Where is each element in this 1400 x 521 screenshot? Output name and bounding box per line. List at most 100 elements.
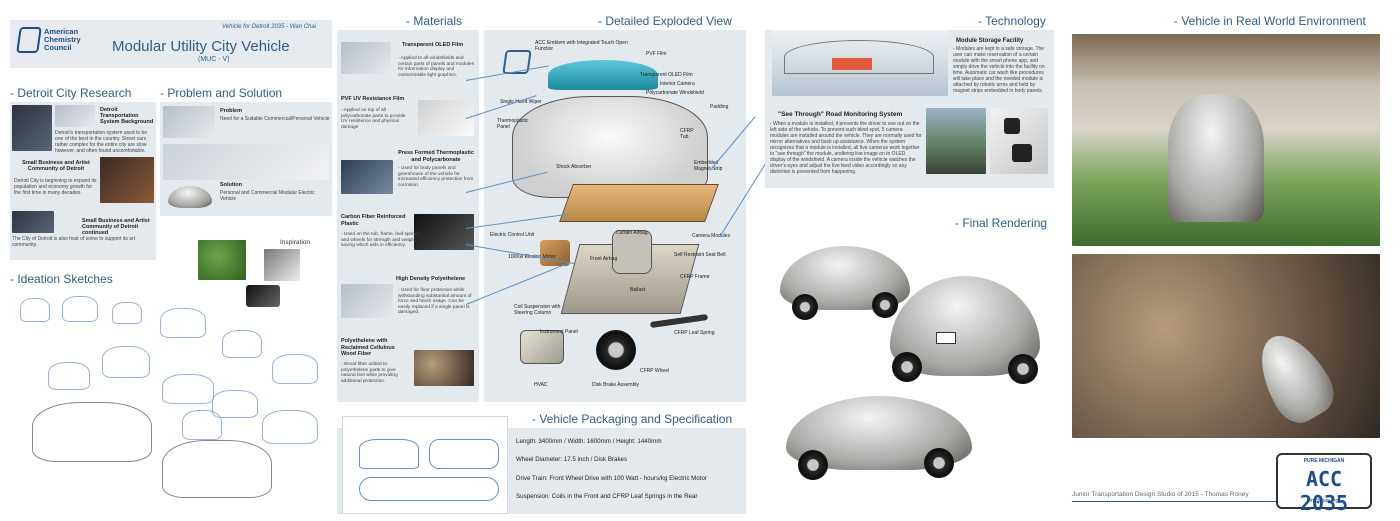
problem-photo (163, 106, 215, 138)
label-leaf-spring: CFRP Leaf Spring (674, 330, 715, 336)
seethrough-windshield-photo (926, 108, 986, 174)
seat-part (612, 230, 652, 274)
label-emblem: ACC Emblem with Integrated Touch Open Fu… (535, 40, 628, 52)
label-wiper: Single Hand Wiper (500, 99, 542, 105)
solution-title: Solution (220, 182, 242, 188)
material-thermoplastic-text: - Used for body panels and greenhouse of… (398, 166, 474, 188)
project-subtitle: (MUC - V) (198, 56, 230, 63)
materials-heading: - Materials (406, 14, 463, 28)
ideation-sketches (12, 290, 332, 515)
research-item-2-text: Detroit City is beginning to expand its … (14, 178, 97, 196)
label-hvac: HVAC (534, 382, 548, 388)
environment-heading: - Vehicle in Real World Environment (1174, 14, 1366, 28)
body-shell-part (512, 96, 708, 198)
label-coil: Coil Suspension with Steering Column (514, 304, 561, 316)
material-hdpe-photo (341, 284, 393, 318)
rendering-heading: - Final Rendering (955, 216, 1048, 230)
material-woodfiber-photo (414, 350, 474, 386)
research-item-1-text: Detroit's transportation system used to … (55, 130, 148, 154)
material-thermoplastic-title: Press Formed Thermoplastic and Polycarbo… (398, 150, 474, 163)
solution-text: Personal and Commercial Modular Electric… (220, 190, 315, 202)
material-cfrp-text: - Used on the tub, frame, leaf springs a… (341, 232, 420, 249)
spec-wheel: Wheel Diameter: 17.5 inch / Disk Brakes (516, 456, 628, 463)
packaging-heading: - Vehicle Packaging and Specification (532, 412, 733, 426)
material-oled-title: Transparent OLED Film (402, 42, 464, 48)
research-item-2-title: Small Business and Artist Community of D… (22, 160, 90, 172)
material-thermoplastic-photo (341, 160, 393, 194)
label-tub: CFRP Tub (680, 128, 694, 140)
footer-studio: Junior Transportation Design Studio of 2… (1072, 491, 1249, 498)
cfrp-wheel (596, 330, 636, 370)
label-seat-belt: Self Restraint Seat Belt (674, 252, 726, 258)
spec-suspension: Suspension: Coils in the Front and CFRP … (516, 493, 698, 500)
label-disk-brake: Disk Brake Assembly (592, 382, 639, 388)
solution-sketch (163, 144, 329, 180)
storage-text: - Modules are kept in a safe storage. Th… (953, 46, 1045, 94)
inspiration-label: Inspiration (280, 239, 310, 246)
label-shock: Shock Absorber (556, 164, 592, 170)
label-ecu: Electric Control Unit (490, 232, 535, 238)
seethrough-title: "See Through" Road Monitoring System (778, 111, 903, 118)
label-pvf-film: PVF Film (646, 51, 667, 57)
research-heading: - Detroit City Research (10, 86, 132, 100)
material-oled-text: - Applied to all windshields and certain… (398, 56, 474, 78)
rendering-side-car (780, 390, 980, 492)
material-hdpe-title: High Density Polyethelene (396, 276, 466, 282)
topline: Vehicle for Detroit 2035 - Wan Chai (222, 24, 317, 30)
research-photo-1 (12, 105, 52, 151)
technology-heading: - Technology (978, 14, 1046, 28)
label-thermoplastic: Thermoplastic Panel (497, 118, 529, 130)
label-padding: Padding (710, 104, 729, 110)
exploded-heading: - Detailed Exploded View (598, 14, 732, 28)
rendering-rear-car (880, 262, 1050, 402)
label-cfrp-wheel: CFRP Wheel (640, 368, 670, 374)
label-cfrp-frame: CFRP Frame (680, 274, 710, 280)
material-hdpe-text: - Used for floor protection while withst… (398, 288, 472, 316)
problem-title: Problem (220, 108, 243, 114)
material-cfrp-photo (414, 214, 474, 250)
label-windshield: Polycarbonate Windshield (646, 90, 704, 96)
research-photo-3 (100, 157, 154, 203)
problem-text: Need for a Suitable Commercial/Personal … (220, 116, 330, 122)
rendering-front-car (772, 236, 912, 326)
label-curtain-airbag: Curtain Airbag (616, 230, 648, 236)
material-cfrp-title: Carbon Fiber Reinforced Plastic (341, 214, 406, 227)
label-motor: 100Kw Electric Motor (508, 254, 556, 260)
plate-number: ACC 2035 (1299, 467, 1349, 515)
research-item-1-title: Detroit Transportation System Background (100, 107, 154, 125)
spec-dimensions: Length: 3400mm / Width: 1600mm / Height:… (516, 438, 662, 445)
label-magnet-strip: Embedded Magnet Strip (694, 160, 723, 172)
environment-photo-market-overhead (1072, 254, 1380, 438)
license-plate: PURE MICHIGAN ACC 2035 michigan.org (1276, 453, 1372, 515)
material-pvf-text: - Applied on top of all polycarbonate pa… (341, 108, 406, 130)
solution-car-image (168, 186, 212, 208)
tub-part (559, 184, 719, 222)
label-instrument-panel: Instrument Panel (540, 329, 578, 335)
label-interior-camera: Interior Camera (660, 81, 695, 87)
label-camera-modules: Camera Modules (692, 233, 731, 239)
windshield-part (548, 60, 658, 90)
inspiration-device-photo (246, 285, 280, 307)
label-ballast: Ballast (630, 287, 646, 293)
plate-site: michigan.org (1309, 498, 1339, 504)
research-item-3-title: Small Business and Artist Community of D… (82, 218, 150, 236)
material-pvf-photo (418, 100, 474, 136)
spec-drivetrain: Drive Train: Front Wheel Drive with 100 … (516, 475, 707, 482)
material-pvf-title: PVF UV Resistance Film (341, 96, 405, 102)
problem-heading: - Problem and Solution (160, 86, 283, 100)
ideation-heading: - Ideation Sketches (10, 272, 113, 286)
title-panel (10, 20, 332, 68)
project-title: Modular Utility City Vehicle (112, 38, 290, 55)
storage-illustration (772, 30, 948, 96)
environment-photo-flower-market (1072, 34, 1380, 246)
research-photo-2 (55, 105, 95, 127)
label-front-airbag: Front Airbag (590, 256, 618, 262)
material-woodfiber-text: - Wood fiber added to polyethelene parts… (341, 362, 398, 384)
research-photo-4 (12, 211, 54, 233)
inspiration-leaves-photo (198, 240, 246, 280)
camera-module-photo (990, 108, 1048, 174)
logo-text: American Chemistry Council (44, 27, 81, 52)
seethrough-text: - When a module is installed, it prevent… (770, 121, 922, 175)
label-oled-film: Transparent OLED Film (640, 72, 693, 78)
